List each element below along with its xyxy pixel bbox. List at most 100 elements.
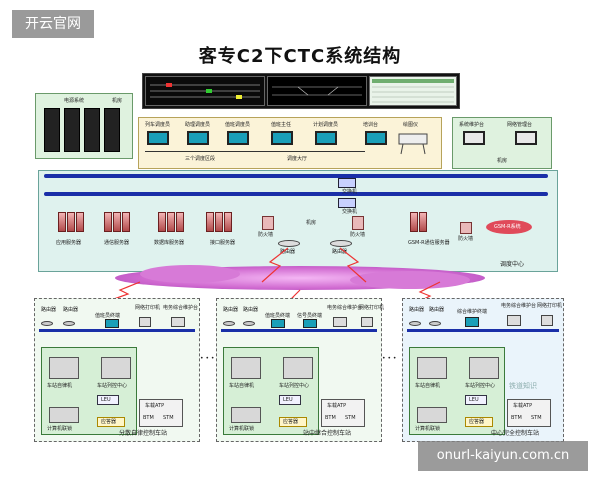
dispatch-monitor-icon: [365, 131, 387, 145]
server-label: 应用服务器: [56, 240, 82, 246]
station-bus: [407, 329, 559, 332]
balise-box: [465, 417, 493, 427]
dispatch-center-label: 调度中心: [500, 261, 525, 268]
router-icon: [429, 321, 441, 326]
station-module-label: 车站列控中心: [97, 383, 128, 389]
screenshot-panel-track: [145, 76, 265, 106]
center-bus-2: [44, 192, 548, 196]
dispatch-monitor-icon: [187, 131, 209, 145]
app-server-rack: [76, 212, 84, 232]
ellipsis: • • •: [200, 355, 215, 362]
network-monitor-icon: [515, 131, 537, 145]
dispatch-monitor-icon: [271, 131, 293, 145]
db-server-rack: [167, 212, 175, 232]
station-device-label: 路由器: [41, 307, 57, 313]
train-control-center-icon: [469, 357, 499, 379]
power-cabinet: [104, 108, 120, 152]
terminal-icon: [105, 319, 119, 328]
station-module-label: STM: [345, 415, 356, 421]
ellipsis: • • •: [382, 355, 397, 362]
station-box-2: 路由器 路由器 值班员终端 信号员终端 电务综合维护台 网络打印机 车站自律机 …: [216, 298, 384, 442]
station-module-label: 车站列控中心: [465, 383, 496, 389]
table-graphic: [372, 79, 454, 103]
station-module-label: LEU: [101, 397, 111, 403]
maintenance-terminal-icon: [171, 317, 185, 327]
station-box-1: 路由器 路由器 值班员终端 网络打印机 电务综合维护台 车站自律机 车站列控中心…: [34, 298, 200, 442]
station-module-label: STM: [163, 415, 174, 421]
router-label: 路由器: [332, 249, 348, 255]
station-device-label: 路由器: [63, 307, 79, 313]
watermark-bottom-right: onurl-kaiyun.com.cn: [418, 441, 588, 471]
server-label: 数据库服务器: [154, 240, 185, 246]
firewall-icon: [262, 216, 274, 230]
station-module-label: 车载ATP: [327, 403, 347, 409]
dispatch-monitor-icon: [147, 131, 169, 145]
station-module-label: 车站列控中心: [279, 383, 310, 389]
station-title: 分散自律控制车站: [119, 430, 168, 437]
firewall-icon: [352, 216, 364, 230]
firewall-label: 防火墙: [458, 236, 474, 242]
maintenance-terminal-icon: [507, 315, 521, 326]
position-label: 培训台: [363, 122, 379, 128]
station-title: 中心完全控制车站: [491, 430, 540, 437]
diagram-title: 客专C2下CTC系统结构: [198, 46, 402, 67]
station-title: 站中继合控制车站: [303, 430, 352, 437]
power-cabinet: [44, 108, 60, 152]
position-label: 助理调度员: [185, 122, 211, 128]
software-screenshot-strip: [142, 73, 460, 109]
router-icon: [243, 321, 255, 326]
station-module-label: 应答器: [101, 419, 117, 425]
leu-box: [97, 395, 119, 405]
power-room-box: 电源系统 机房: [35, 93, 133, 159]
station-bus: [221, 329, 377, 332]
station-device-label: 信号员终端: [297, 313, 323, 319]
printer-icon: [139, 317, 151, 327]
center-bus-1: [44, 174, 548, 178]
zone-label: 三个调度区段: [185, 156, 216, 162]
right-room-item: 系统维护台: [459, 122, 485, 128]
position-label: 列车调度员: [145, 122, 171, 128]
comm-server-rack: [113, 212, 121, 232]
network-cloud: [115, 265, 485, 290]
interlocking-icon: [49, 407, 79, 423]
plotter-icon: [398, 133, 428, 155]
gsmr-server-rack: [410, 212, 418, 232]
maintenance-terminal-icon: [333, 317, 347, 327]
router-icon: [330, 240, 352, 247]
terminal-icon: [303, 319, 317, 328]
station-module-label: 车站自律机: [229, 383, 255, 389]
interlocking-icon: [417, 407, 447, 423]
station-device-label: 电务综合维护台: [501, 303, 537, 309]
gsmr-system-label: GSM-R系统: [494, 224, 521, 230]
station-module-label: LEU: [283, 397, 293, 403]
interface-server-rack: [224, 212, 232, 232]
station-module-label: BTM: [143, 415, 154, 421]
station-bus: [39, 329, 195, 332]
station-diagram-graphic: [272, 86, 362, 96]
comm-server-rack: [104, 212, 112, 232]
printer-icon: [361, 317, 373, 327]
logo-watermark-text: 铁道知识: [509, 382, 537, 390]
autonomy-unit-icon: [49, 357, 79, 379]
station-device-label: 综合维护终端: [457, 309, 488, 315]
station-device-label: 电务综合维护台: [327, 305, 363, 311]
switch-icon: [338, 178, 356, 188]
right-room-box: 系统维护台 网络管理台 机房: [452, 117, 552, 169]
server-label: 通信服务器: [104, 240, 130, 246]
maintenance-monitor-icon: [463, 131, 485, 145]
printer-icon: [541, 315, 553, 326]
router-icon: [409, 321, 421, 326]
db-server-rack: [158, 212, 166, 232]
gsmr-server-label: GSM-R通信服务器: [408, 240, 450, 246]
position-label: 值班调度员: [225, 122, 251, 128]
station-device-label: 路由器: [243, 307, 259, 313]
train-control-center-icon: [101, 357, 131, 379]
station-device-label: 路由器: [409, 307, 425, 313]
station-module-label: BTM: [325, 415, 336, 421]
station-module-label: 车站自律机: [47, 383, 73, 389]
router-label: 路由器: [280, 249, 296, 255]
comm-server-rack: [122, 212, 130, 232]
screenshot-panel-table: [369, 76, 457, 106]
station-module-label: 应答器: [283, 419, 299, 425]
station-device-label: 网络打印机: [537, 303, 563, 309]
